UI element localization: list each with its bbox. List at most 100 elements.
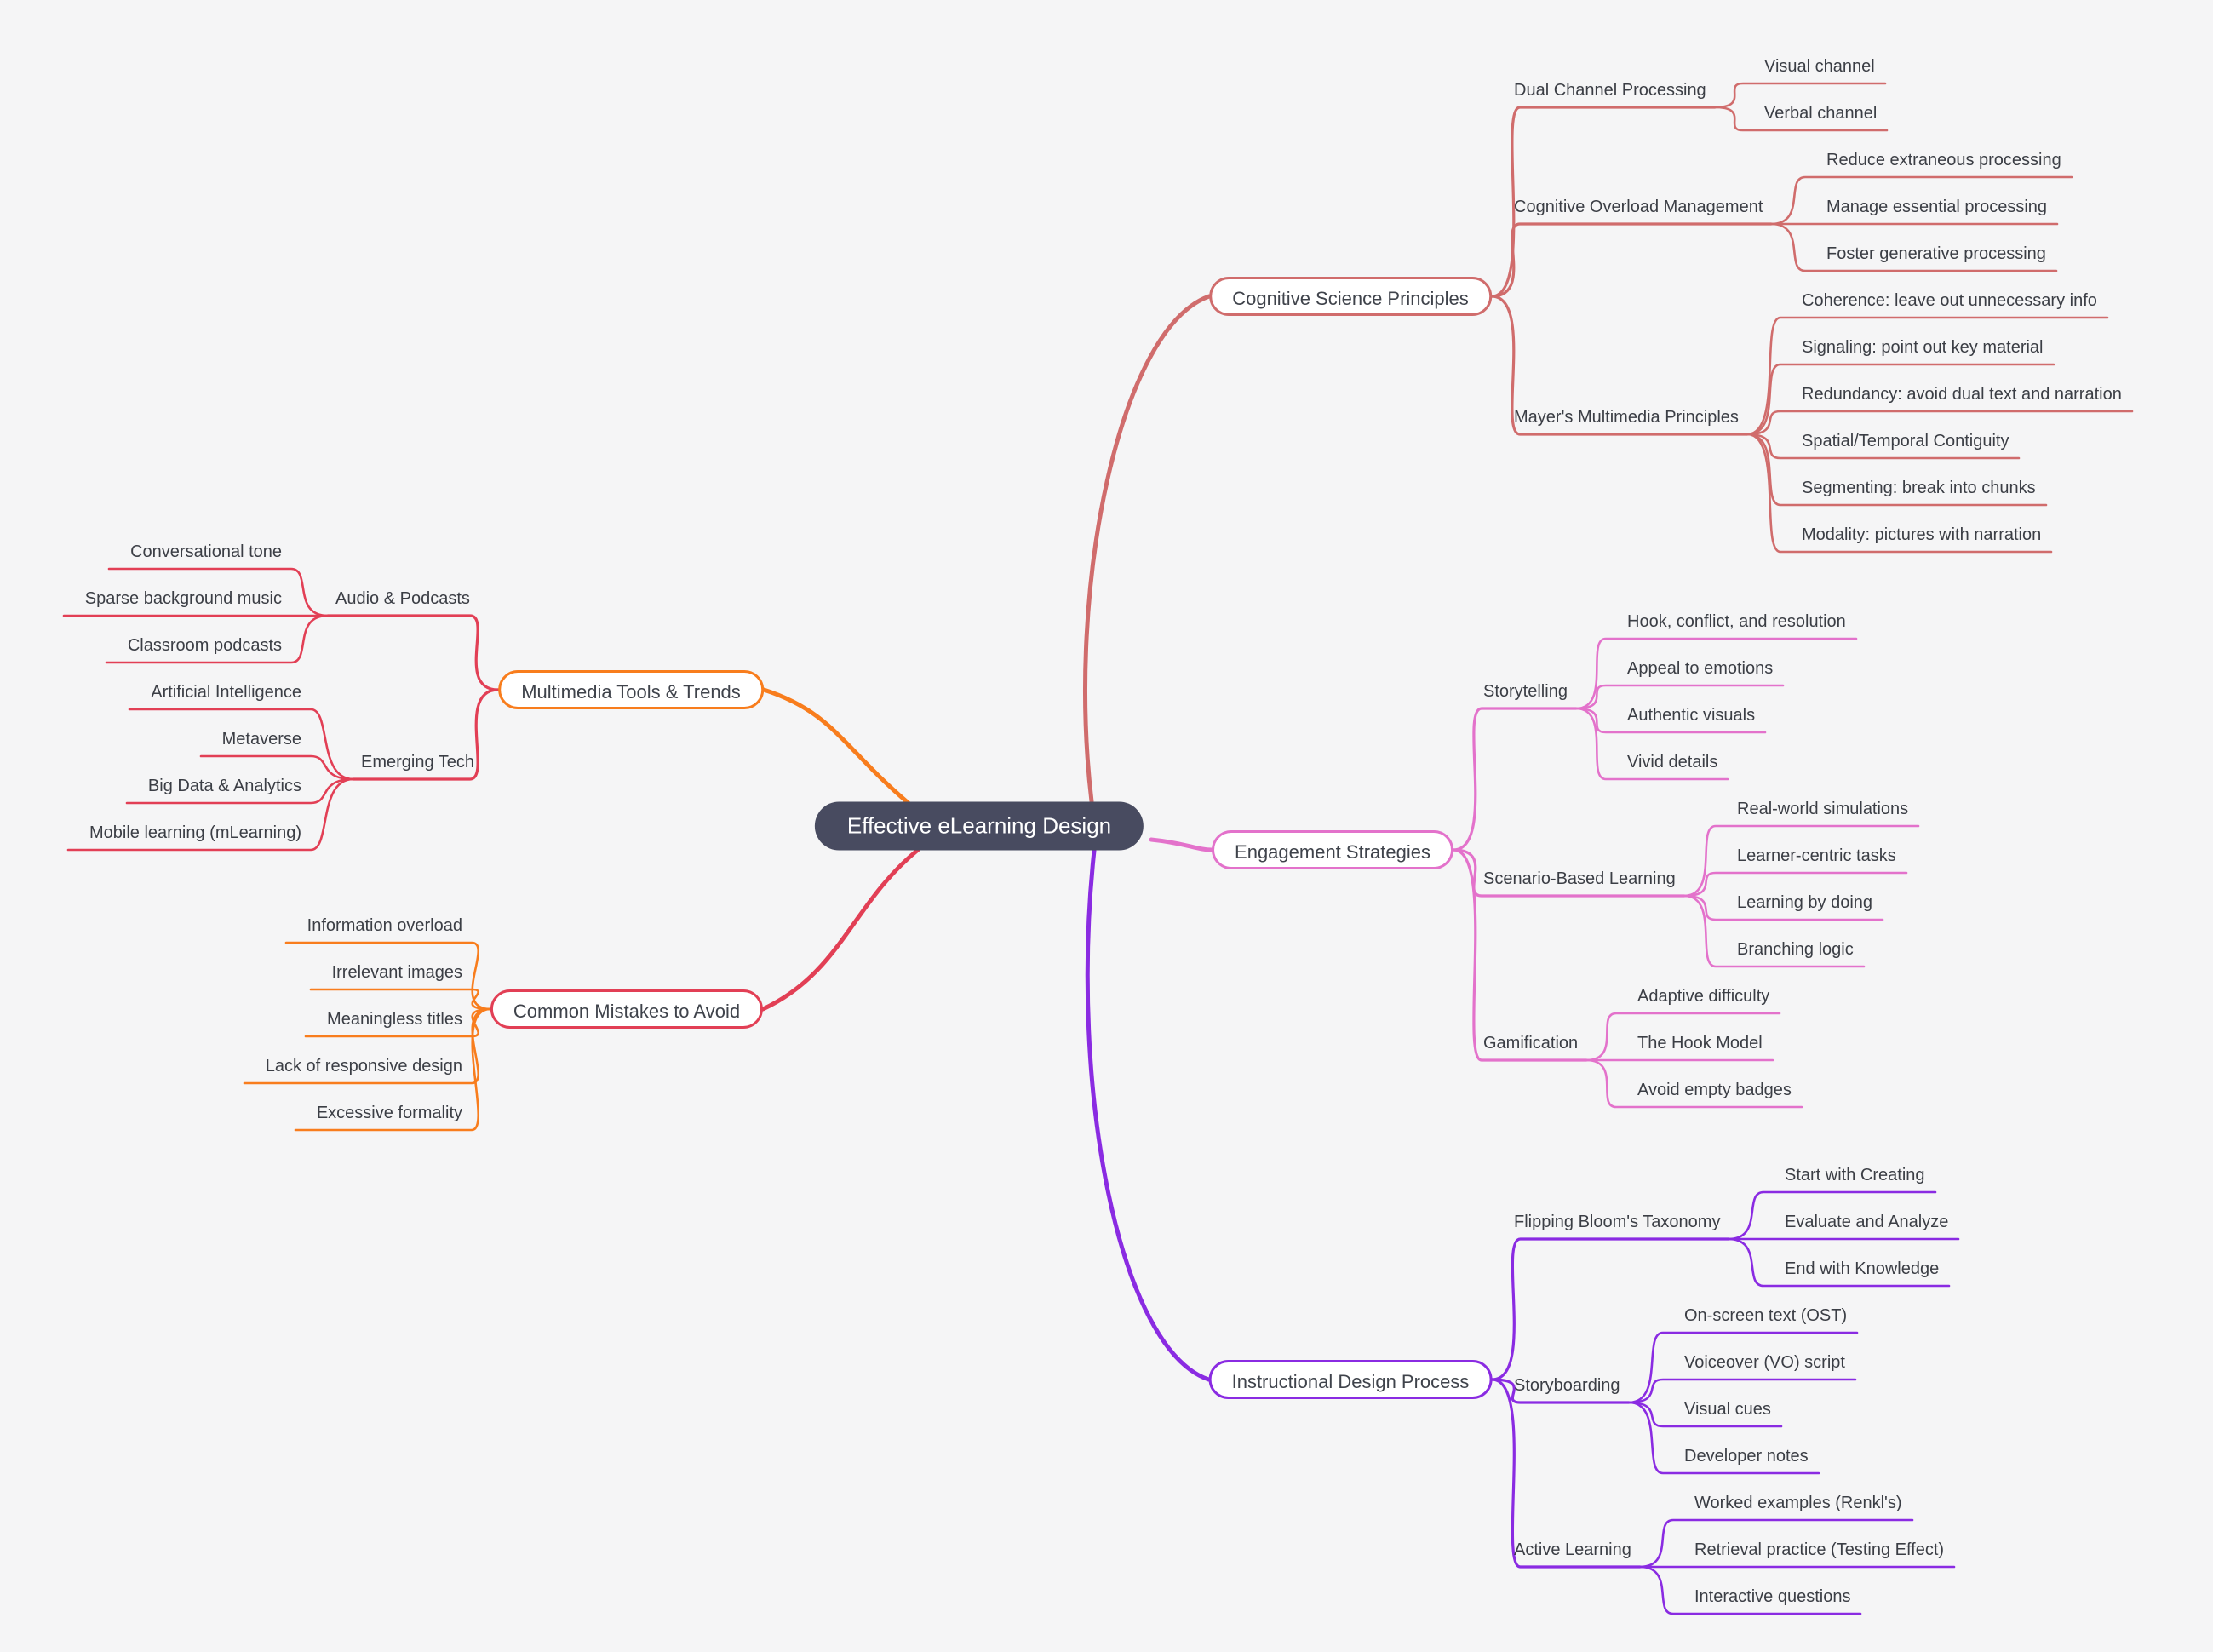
branch-link — [1746, 433, 2053, 554]
topic-mayer-s-multimedia-principles[interactable]: Mayer's Multimedia Principles — [1514, 408, 1739, 427]
branch-link — [1713, 82, 1887, 109]
topic-cognitive-overload-management[interactable]: Cognitive Overload Management — [1514, 198, 1763, 216]
subtopic-excessive-formality[interactable]: Excessive formality — [316, 1104, 462, 1122]
subtopic-conversational-tone[interactable]: Conversational tone — [130, 542, 282, 561]
branch-link — [1490, 1378, 1642, 1569]
subtopic-authentic-visuals[interactable]: Authentic visuals — [1627, 706, 1756, 725]
subtopic-learning-by-doing[interactable]: Learning by doing — [1737, 893, 1873, 912]
branch-link — [1574, 637, 1858, 710]
subtopic-visual-channel[interactable]: Visual channel — [1764, 57, 1875, 76]
branch-link — [1627, 1378, 1857, 1404]
subtopic-branching-logic[interactable]: Branching logic — [1737, 940, 1854, 959]
subtopic-modality-pictures-with-narration[interactable]: Modality: pictures with narration — [1802, 525, 2042, 544]
branch-node-engagement-strategies[interactable]: Engagement Strategies — [1212, 830, 1453, 869]
topic-active-learning[interactable]: Active Learning — [1514, 1540, 1631, 1559]
branch-link — [1574, 707, 1729, 781]
branch-link — [125, 777, 355, 805]
branch-link — [1746, 410, 2134, 436]
subtopic-spatial-temporal-contiguity[interactable]: Spatial/Temporal Contiguity — [1802, 432, 2009, 450]
branch-link — [1746, 433, 2021, 460]
topic-dual-channel-processing[interactable]: Dual Channel Processing — [1514, 81, 1706, 100]
branch-link — [1490, 222, 1773, 298]
branch-link — [1585, 1058, 1803, 1109]
branch-link — [284, 941, 492, 1011]
branch-link — [761, 687, 912, 806]
branch-link — [352, 688, 500, 781]
subtopic-classroom-podcasts[interactable]: Classroom podcasts — [127, 636, 282, 655]
branch-link — [1769, 175, 2073, 226]
subtopic-sparse-background-music[interactable]: Sparse background music — [84, 589, 282, 608]
subtopic-mobile-learning-mlearning[interactable]: Mobile learning (mLearning) — [89, 823, 301, 842]
branch-node-instructional-design-process[interactable]: Instructional Design Process — [1208, 1360, 1493, 1399]
topic-audio-podcasts[interactable]: Audio & Podcasts — [335, 589, 470, 608]
branch-link — [1574, 707, 1767, 734]
branch-node-multimedia-tools-trends[interactable]: Multimedia Tools & Trends — [498, 670, 764, 709]
subtopic-avoid-empty-badges[interactable]: Avoid empty badges — [1637, 1081, 1792, 1099]
branch-link — [1452, 707, 1578, 852]
branch-node-cognitive-science-principles[interactable]: Cognitive Science Principles — [1209, 277, 1492, 316]
subtopic-developer-notes[interactable]: Developer notes — [1684, 1447, 1809, 1466]
branch-link — [1683, 824, 1920, 898]
subtopic-retrieval-practice-testing-effect[interactable]: Retrieval practice (Testing Effect) — [1694, 1540, 1945, 1559]
subtopic-information-overload[interactable]: Information overload — [307, 916, 462, 935]
subtopic-evaluate-and-analyze[interactable]: Evaluate and Analyze — [1785, 1213, 1949, 1231]
subtopic-the-hook-model[interactable]: The Hook Model — [1637, 1034, 1763, 1053]
subtopic-metaverse[interactable]: Metaverse — [221, 730, 301, 749]
subtopic-learner-centric-tasks[interactable]: Learner-centric tasks — [1737, 846, 1896, 865]
branch-node-common-mistakes-to-avoid[interactable]: Common Mistakes to Avoid — [490, 989, 764, 1029]
subtopic-verbal-channel[interactable]: Verbal channel — [1764, 104, 1878, 123]
branch-link — [294, 1007, 492, 1132]
topic-scenario-based-learning[interactable]: Scenario-Based Learning — [1483, 869, 1676, 888]
branch-link — [326, 614, 500, 691]
topic-flipping-bloom-s-taxonomy[interactable]: Flipping Bloom's Taxonomy — [1514, 1213, 1721, 1231]
subtopic-worked-examples-renkl-s[interactable]: Worked examples (Renkl's) — [1694, 1494, 1902, 1512]
subtopic-manage-essential-processing[interactable]: Manage essential processing — [1826, 198, 2048, 216]
subtopic-visual-cues[interactable]: Visual cues — [1684, 1400, 1771, 1419]
branch-link — [1452, 848, 1686, 898]
branch-link — [1727, 1190, 1937, 1241]
subtopic-irrelevant-images[interactable]: Irrelevant images — [331, 963, 462, 982]
subtopic-appeal-to-emotions[interactable]: Appeal to emotions — [1627, 659, 1774, 678]
subtopic-signaling-point-out-key-material[interactable]: Signaling: point out key material — [1802, 338, 2044, 357]
branch-link — [1713, 106, 1889, 132]
subtopic-artificial-intelligence[interactable]: Artificial Intelligence — [151, 683, 301, 702]
topic-gamification[interactable]: Gamification — [1483, 1034, 1579, 1053]
subtopic-segmenting-break-into-chunks[interactable]: Segmenting: break into chunks — [1802, 479, 2036, 497]
topic-storytelling[interactable]: Storytelling — [1483, 682, 1568, 701]
topic-storyboarding[interactable]: Storyboarding — [1514, 1376, 1620, 1395]
subtopic-lack-of-responsive-design[interactable]: Lack of responsive design — [265, 1057, 462, 1076]
branch-link — [1585, 1012, 1781, 1062]
branch-link — [1490, 1237, 1730, 1381]
subtopic-interactive-questions[interactable]: Interactive questions — [1694, 1587, 1851, 1606]
branch-link — [1746, 433, 2048, 507]
subtopic-coherence-leave-out-unnecessary-info[interactable]: Coherence: leave out unnecessary info — [1802, 291, 2097, 310]
branch-link — [1490, 106, 1717, 298]
root-node[interactable]: Effective eLearning Design — [814, 801, 1144, 851]
topic-emerging-tech[interactable]: Emerging Tech — [361, 753, 475, 772]
branch-link — [66, 777, 355, 852]
subtopic-foster-generative-processing[interactable]: Foster generative processing — [1826, 244, 2046, 263]
subtopic-redundancy-avoid-dual-text-and-narration[interactable]: Redundancy: avoid dual text and narratio… — [1802, 385, 2122, 404]
subtopic-on-screen-text-ost[interactable]: On-screen text (OST) — [1684, 1306, 1848, 1325]
subtopic-vivid-details[interactable]: Vivid details — [1627, 753, 1718, 772]
branch-link — [760, 847, 920, 1012]
subtopic-big-data-analytics[interactable]: Big Data & Analytics — [147, 777, 301, 795]
subtopic-start-with-creating[interactable]: Start with Creating — [1785, 1166, 1925, 1185]
branch-link — [105, 614, 330, 664]
branch-link — [1683, 894, 1866, 968]
branch-link — [1683, 871, 1908, 898]
branch-link — [309, 988, 492, 1011]
subtopic-meaningless-titles[interactable]: Meaningless titles — [327, 1010, 462, 1029]
branch-link — [199, 754, 355, 781]
branch-link — [1746, 316, 2109, 436]
branch-link — [1627, 1401, 1783, 1428]
subtopic-hook-conflict-and-resolution[interactable]: Hook, conflict, and resolution — [1627, 612, 1846, 631]
branch-link — [1746, 363, 2055, 436]
branch-link — [1638, 1565, 1862, 1615]
subtopic-adaptive-difficulty[interactable]: Adaptive difficulty — [1637, 987, 1770, 1006]
subtopic-end-with-knowledge[interactable]: End with Knowledge — [1785, 1259, 1940, 1278]
subtopic-voiceover-vo-script[interactable]: Voiceover (VO) script — [1684, 1353, 1845, 1372]
subtopic-reduce-extraneous-processing[interactable]: Reduce extraneous processing — [1826, 151, 2061, 169]
subtopic-real-world-simulations[interactable]: Real-world simulations — [1737, 800, 1909, 818]
